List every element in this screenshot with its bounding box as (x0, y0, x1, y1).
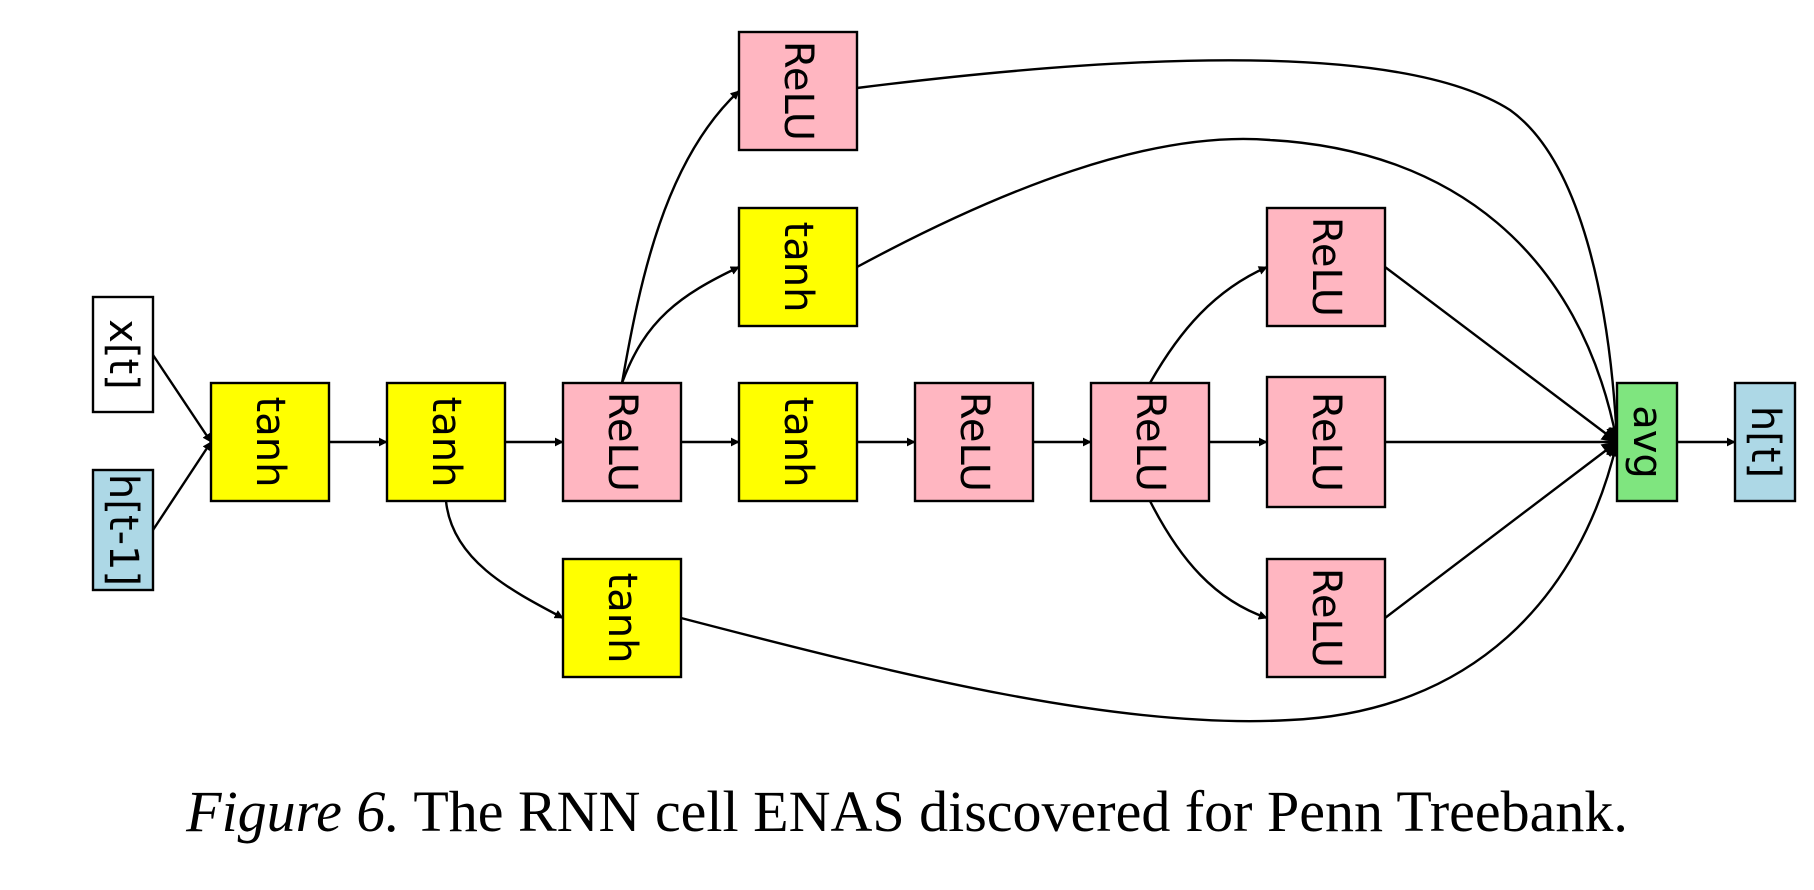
node-n7: ReLU (1265, 375, 1387, 509)
node-label-n7: ReLU (1303, 392, 1349, 492)
node-box-n3 (561, 381, 683, 503)
node-top_tanh: tanh (737, 206, 859, 328)
node-label-n5: ReLU (951, 392, 997, 492)
node-label-n2: tanh (423, 397, 469, 488)
node-box-r_up (1265, 206, 1387, 328)
node-box-n6 (1089, 381, 1211, 503)
node-box-top_relu (737, 30, 859, 152)
node-n2: tanh (385, 381, 507, 503)
node-r_down: ReLU (1265, 557, 1387, 679)
edge-n2-to-bot_tanh (444, 500, 564, 620)
node-box-avg (1615, 381, 1679, 503)
node-box-n1 (209, 381, 331, 503)
node-label-hprev: h[t-1] (100, 474, 146, 586)
node-label-r_up: ReLU (1303, 217, 1349, 317)
node-label-top_tanh: tanh (775, 222, 821, 313)
node-box-n5 (913, 381, 1035, 503)
node-hprev: h[t-1] (91, 468, 155, 592)
node-x: x[t] (91, 295, 155, 414)
node-box-n7 (1265, 375, 1387, 509)
node-avg: avg (1615, 381, 1679, 503)
edge-n3-to-top_tanh (620, 265, 740, 384)
caption-text: The RNN cell ENAS discovered for Penn Tr… (413, 779, 1628, 844)
node-box-bot_tanh (561, 557, 683, 679)
node-n4: tanh (737, 381, 859, 503)
edge-bot_tanh-to-avg (680, 440, 1622, 723)
edge-top_relu-to-avg (856, 59, 1625, 444)
node-box-n4 (737, 381, 859, 503)
node-box-x (91, 295, 155, 414)
edge-r_up-to-avg (1384, 266, 1619, 443)
node-n3: ReLU (561, 381, 683, 503)
edge-n6-to-r_up (1148, 265, 1268, 384)
edge-top_tanh-to-avg (856, 137, 1623, 444)
node-label-n3: ReLU (599, 392, 645, 492)
figure-label: Figure 6. (186, 779, 400, 844)
figure-caption: Figure 6. The RNN cell ENAS discovered f… (0, 778, 1814, 845)
node-label-x: x[t] (100, 319, 146, 390)
node-box-top_tanh (737, 206, 859, 328)
node-label-ht: h[t] (1742, 406, 1788, 478)
node-label-n1: tanh (247, 397, 293, 488)
node-r_up: ReLU (1265, 206, 1387, 328)
node-label-n6: ReLU (1127, 392, 1173, 492)
node-box-r_down (1265, 557, 1387, 679)
node-label-r_down: ReLU (1303, 568, 1349, 668)
edge-n6-to-r_down (1148, 500, 1268, 620)
node-box-hprev (91, 468, 155, 592)
edge-hprev-to-n1 (151, 441, 213, 531)
node-n1: tanh (209, 381, 331, 503)
node-label-bot_tanh: tanh (599, 573, 645, 664)
node-label-avg: avg (1624, 405, 1670, 479)
node-label-n4: tanh (775, 397, 821, 488)
node-n5: ReLU (913, 381, 1035, 503)
edge-x-to-n1 (152, 354, 212, 443)
node-box-ht (1733, 381, 1797, 503)
edge-r_down-to-avg (1384, 441, 1619, 619)
node-n6: ReLU (1089, 381, 1211, 503)
node-top_relu: ReLU (737, 30, 859, 152)
node-box-n2 (385, 381, 507, 503)
node-bot_tanh: tanh (561, 557, 683, 679)
edge-n3-to-top_relu (620, 90, 740, 384)
node-label-top_relu: ReLU (775, 41, 821, 141)
node-ht: h[t] (1733, 381, 1797, 503)
